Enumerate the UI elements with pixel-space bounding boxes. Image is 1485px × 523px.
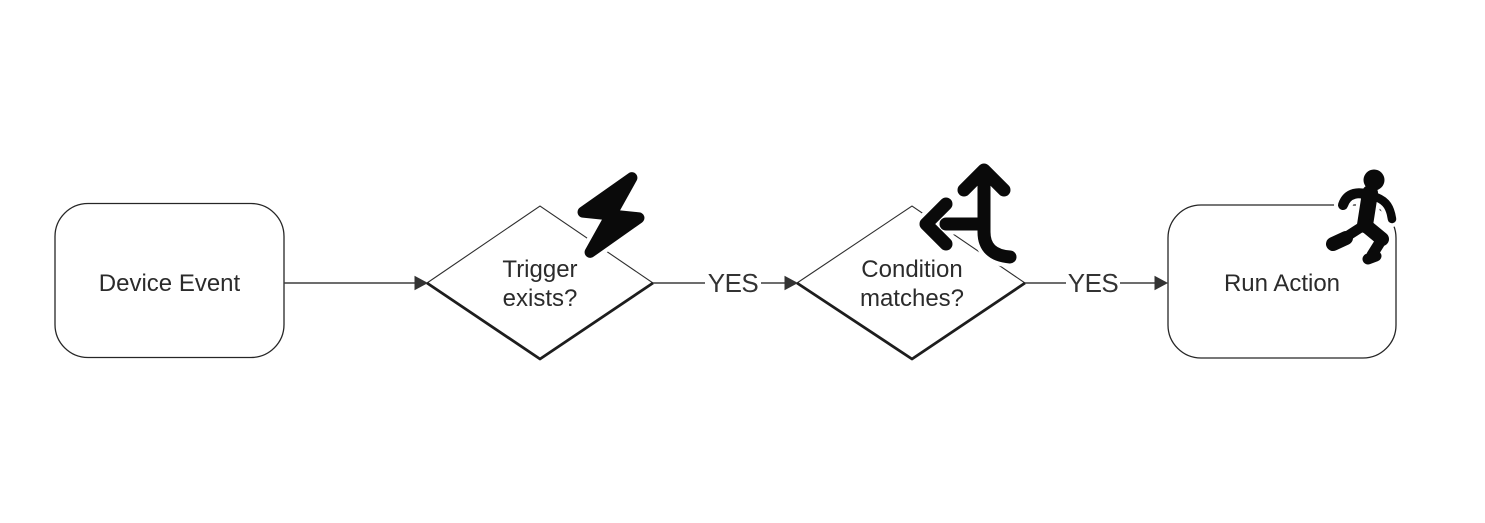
condition-matches-shadow-edge: [796, 281, 1026, 361]
arrowhead-icon: [784, 275, 798, 291]
lightning-bolt-glyph: [577, 172, 645, 258]
split-arrows-icon: [915, 159, 1021, 268]
device-event-label: Device Event: [99, 270, 241, 297]
person-running-glyph: [1326, 169, 1397, 265]
lightning-bolt-icon: [573, 168, 649, 262]
trigger-exists-label-line2: exists?: [503, 285, 578, 312]
arrowhead-icon: [414, 275, 428, 291]
node-device-event: Device Event: [54, 202, 285, 359]
edge-label-yes-1: YES: [708, 268, 759, 298]
split-arrows-glyph: [919, 163, 1017, 264]
arrowhead-icon: [1154, 275, 1168, 291]
trigger-exists-shadow-edge: [426, 281, 654, 361]
edge-device-event-to-trigger: [284, 275, 428, 291]
device-event-shape: [54, 202, 285, 359]
edge-label-yes-2: YES: [1068, 268, 1119, 298]
edge-condition-to-run-action: YES: [1025, 268, 1168, 298]
run-action-label: Run Action: [1224, 270, 1340, 297]
person-running-icon: [1322, 165, 1400, 268]
edge-trigger-to-condition: YES: [653, 268, 798, 298]
condition-matches-label-line2: matches?: [860, 285, 964, 312]
node-condition-matches: Condition matches?: [796, 205, 1026, 361]
condition-matches-label-line1: Condition: [861, 256, 962, 283]
trigger-exists-label-line1: Trigger: [502, 256, 577, 283]
